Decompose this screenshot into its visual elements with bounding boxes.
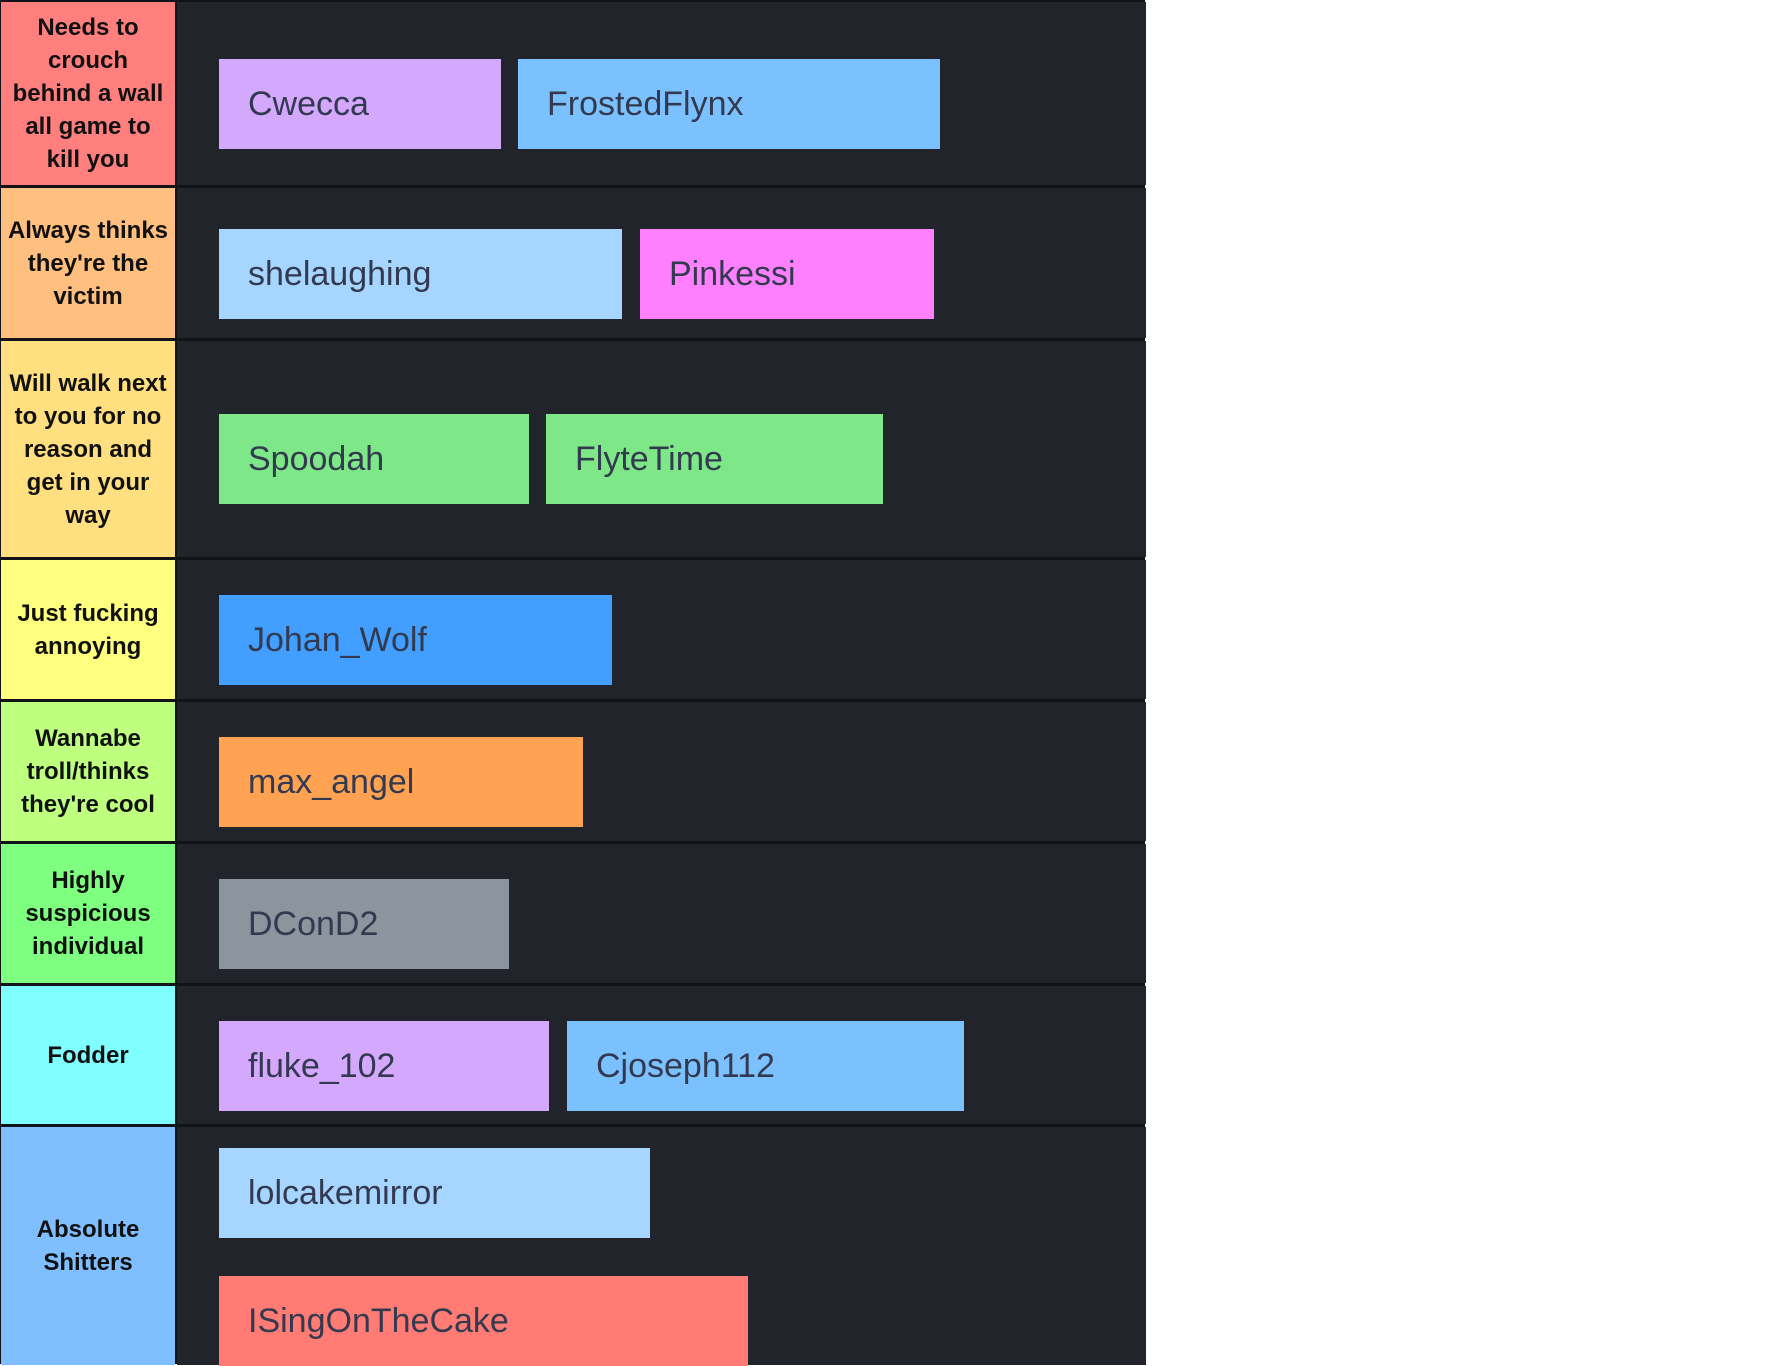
tier-list-board: Needs to crouch behind a wall all game t… [0, 0, 1146, 1366]
tier-item[interactable]: Pinkessi [640, 229, 934, 319]
tier-item[interactable]: fluke_102 [219, 1021, 549, 1111]
tier-label[interactable]: Needs to crouch behind a wall all game t… [1, 2, 175, 185]
tier-row: Will walk next to you for no reason and … [1, 341, 1146, 557]
tier-item[interactable]: FlyteTime [546, 414, 883, 504]
tier-row: Wannabe troll/thinks they're cool max_ang… [1, 702, 1146, 841]
tier-item[interactable]: lolcakemirror [219, 1148, 650, 1238]
tier-item[interactable]: DConD2 [219, 879, 509, 969]
tier-drop-zone[interactable]: DConD2 [177, 844, 1146, 983]
tier-item[interactable]: FrostedFlynx [518, 59, 940, 149]
tier-label[interactable]: Will walk next to you for no reason and … [1, 341, 175, 557]
tier-item[interactable]: Cwecca [219, 59, 501, 149]
tier-item[interactable]: ISingOnTheCake [219, 1276, 748, 1366]
tier-drop-zone[interactable]: Johan_Wolf [177, 560, 1146, 699]
tier-item[interactable]: Johan_Wolf [219, 595, 612, 685]
tier-row: Needs to crouch behind a wall all game t… [1, 2, 1146, 185]
tier-row: Just fucking annoying Johan_Wolf [1, 560, 1146, 699]
tier-label[interactable]: Highly suspicious individual [1, 844, 175, 983]
tier-item[interactable]: Spoodah [219, 414, 529, 504]
tier-item[interactable]: max_angel [219, 737, 583, 827]
tier-label[interactable]: Absolute Shitters [1, 1127, 175, 1365]
tier-drop-zone[interactable]: max_angel [177, 702, 1146, 841]
tier-label[interactable]: Wannabe troll/thinks they're cool [1, 702, 175, 841]
tier-row: Highly suspicious individual DConD2 [1, 844, 1146, 983]
tier-label[interactable]: Just fucking annoying [1, 560, 175, 699]
tier-item[interactable]: Cjoseph112 [567, 1021, 964, 1111]
tier-item[interactable]: shelaughing [219, 229, 622, 319]
tier-label[interactable]: Fodder [1, 986, 175, 1124]
tier-label[interactable]: Always thinks they're the victim [1, 188, 175, 338]
